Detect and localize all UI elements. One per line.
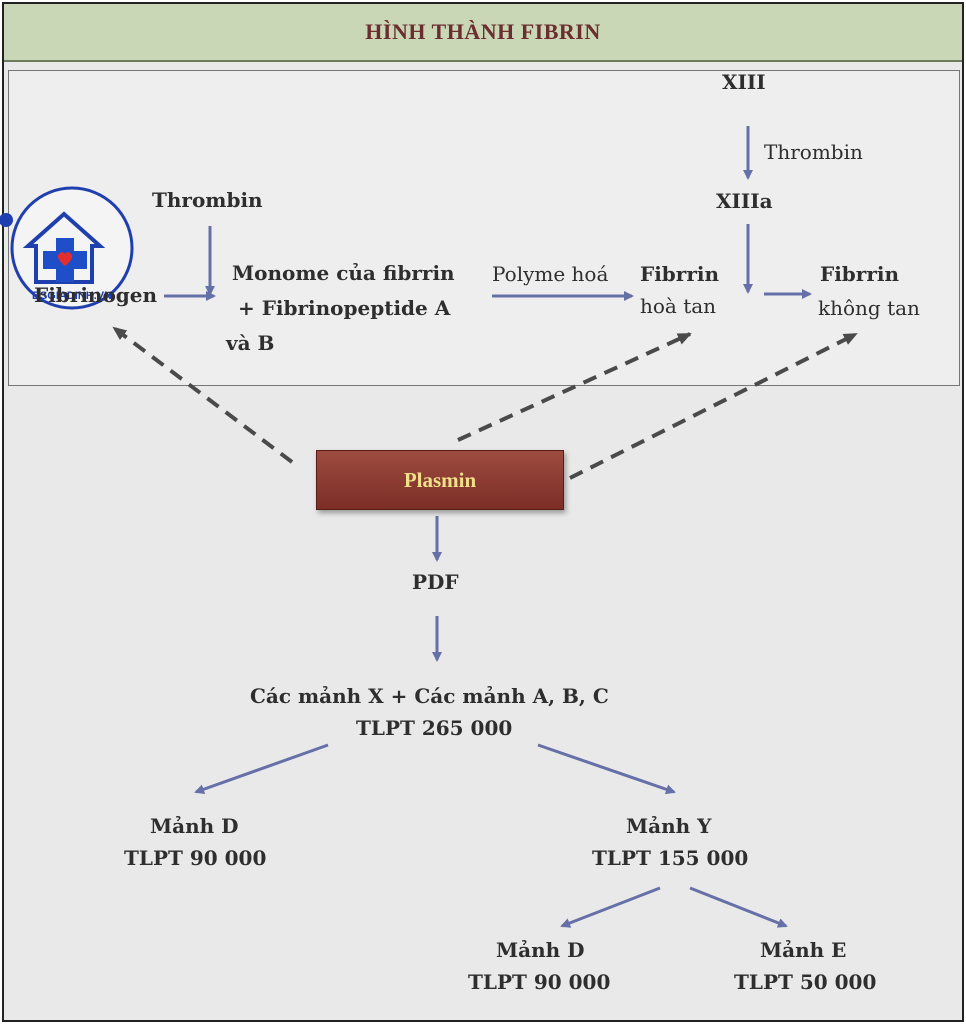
label-manh-d-bottom-line1: Mảnh D — [496, 938, 585, 962]
label-fibrin-insoluble-line1: Fibrrin — [820, 262, 899, 286]
arrow-manh-y-to-manh-d — [560, 886, 661, 928]
label-monome-line2: + Fibrinopeptide A — [238, 296, 451, 320]
label-pdf: PDF — [412, 570, 459, 594]
label-polyme: Polyme hoá — [492, 262, 609, 286]
label-manh-e-line2: TLPT 50 000 — [734, 970, 877, 994]
label-fibrin-soluble-line1: Fibrrin — [640, 262, 719, 286]
arrow-manh-y-to-manh-e — [689, 886, 788, 928]
label-manh-e-line1: Mảnh E — [760, 938, 847, 962]
arrow-fragments-to-manh-d — [194, 743, 329, 795]
label-thrombin-right: Thrombin — [764, 140, 863, 164]
label-manh-y-line1: Mảnh Y — [626, 814, 712, 838]
arrow-fragments-to-manh-y — [537, 743, 676, 795]
watermark-text: BSGIADINH.VN — [32, 290, 113, 302]
label-manh-d-left-line2: TLPT 90 000 — [124, 846, 267, 870]
dashed-plasmin-to-fibrin-soluble — [457, 332, 692, 442]
label-manh-d-bottom-line2: TLPT 90 000 — [468, 970, 611, 994]
label-manh-y-line2: TLPT 155 000 — [592, 846, 749, 870]
label-monome-line3: và B — [226, 331, 275, 355]
label-xiii: XIII — [722, 70, 766, 94]
label-fibrin-soluble-line2: hoà tan — [640, 294, 717, 318]
label-manh-d-left-line1: Mảnh D — [150, 814, 239, 838]
label-monome-line1: Monome của fibrrin — [232, 261, 455, 285]
label-fibrinogen: Fibrinogen — [34, 283, 158, 307]
label-xiiia: XIIIa — [716, 189, 773, 213]
label-fibrin-insoluble-line2: không tan — [818, 296, 920, 320]
dashed-plasmin-to-fibrinogen — [112, 326, 294, 464]
bsgiadinh-logo — [0, 186, 134, 310]
plasmin-box: Plasmin — [316, 450, 564, 510]
label-fragments-line2: TLPT 265 000 — [356, 716, 513, 740]
label-fragments-line1: Các mảnh X + Các mảnh A, B, C — [250, 684, 609, 708]
dashed-plasmin-to-fibrin-insoluble — [569, 332, 858, 480]
label-thrombin-left: Thrombin — [152, 188, 263, 212]
diagram-title: HÌNH THÀNH FIBRIN — [4, 4, 962, 62]
fibrin-formation-box — [8, 70, 960, 386]
